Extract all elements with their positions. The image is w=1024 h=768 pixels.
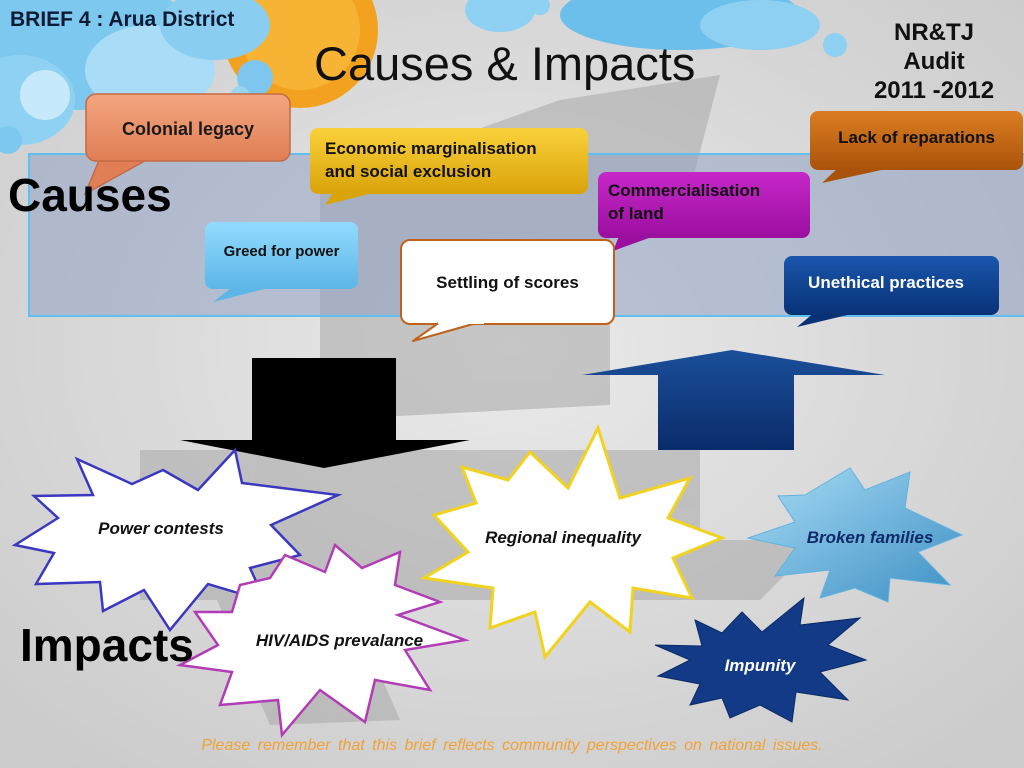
- audit-line-1: NR&TJ: [893, 19, 974, 46]
- commercialisation-line-1: Commercialisation: [608, 181, 761, 200]
- lack-of-reparations-callout: [810, 111, 1023, 183]
- regional-inequality-label: Regional inequality: [485, 528, 641, 547]
- economic-line-1: Economic marginalisation: [325, 139, 537, 158]
- commercialisation-line-2: of land: [608, 204, 664, 223]
- settling-of-scores-callout: [400, 239, 615, 342]
- causes-heading: Causes: [8, 169, 172, 221]
- impunity-star: [654, 596, 868, 723]
- lack-of-reparations-label: Lack of reparations: [838, 128, 995, 147]
- broken-families-label: Broken families: [806, 528, 934, 547]
- regional-inequality-star: [419, 424, 727, 661]
- colonial-legacy-callout: [83, 93, 291, 196]
- footer-note: Please remember that this brief reflects…: [201, 737, 823, 754]
- economic-line-2: and social exclusion: [325, 162, 492, 181]
- impunity-label: Impunity: [724, 656, 796, 675]
- greed-for-power-label: Greed for power: [223, 243, 340, 260]
- up-arrow: [582, 350, 885, 450]
- broken-families-star: [746, 467, 964, 603]
- page-title: Causes & Impacts: [314, 37, 696, 90]
- power-contests-label: Power contests: [98, 519, 224, 538]
- unethical-practices-label: Unethical practices: [808, 273, 964, 292]
- cloud-decoration: [0, 0, 847, 154]
- hiv-aids-label: HIV/AIDS prevalance: [255, 631, 424, 650]
- impacts-heading: Impacts: [20, 619, 194, 671]
- audit-line-2: Audit: [903, 48, 965, 75]
- economic-marginalisation-label: Economic marginalisation and social excl…: [325, 137, 537, 183]
- commercialisation-label: Commercialisation of land: [608, 179, 760, 225]
- settling-of-scores-label: Settling of scores: [436, 273, 579, 292]
- colonial-legacy-label: Colonial legacy: [121, 119, 255, 139]
- greed-for-power-callout: [205, 222, 358, 302]
- economic-marginalisation-callout: [310, 128, 588, 205]
- down-arrow: [180, 358, 470, 468]
- audit-line-3: 2011 -2012: [873, 77, 995, 104]
- brief-label: BRIEF 4 : Arua District: [10, 8, 235, 31]
- commercialisation-callout: [598, 172, 810, 251]
- unethical-practices-callout: [784, 256, 999, 327]
- hiv-aids-star: [175, 542, 470, 739]
- audit-label: NR&TJ Audit 2011 -2012: [856, 18, 1012, 105]
